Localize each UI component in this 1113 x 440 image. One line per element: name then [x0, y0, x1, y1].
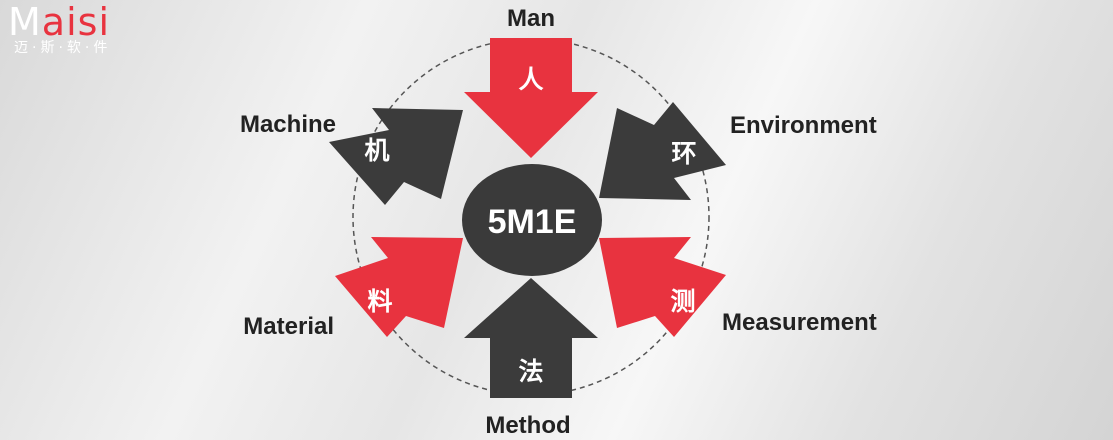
logo-initial: M [8, 0, 42, 44]
label-method: Method [485, 412, 570, 439]
label-machine: Machine [240, 111, 336, 138]
logo-subtitle: 迈·斯·软·件 [14, 40, 112, 56]
arrow-measurement: 测 Measurement [599, 237, 877, 337]
arrow-material-cn: 料 [367, 287, 392, 316]
arrow-machine-cn: 机 [364, 136, 389, 165]
label-material: Material [243, 313, 334, 340]
arrow-method-shape [464, 278, 598, 398]
arrow-man-shape [464, 38, 598, 158]
logo-wordmark: Maisi [8, 2, 110, 42]
arrow-man-cn: 人 [518, 65, 543, 94]
maisi-logo: Maisi 迈·斯·软·件 [8, 2, 148, 62]
logo-rest: aisi [41, 0, 110, 44]
center-ellipse [462, 164, 602, 276]
arrow-method: 法 Method [464, 278, 598, 439]
arrow-material: 料 Material [243, 237, 463, 340]
label-environment: Environment [730, 112, 877, 139]
arrow-measurement-cn: 测 [670, 287, 695, 316]
center-label: 5M1E [488, 203, 577, 241]
center-node: 5M1E [462, 164, 602, 276]
arrow-environment: 环 Environment [599, 102, 877, 200]
label-man: Man [507, 5, 555, 32]
label-measurement: Measurement [722, 309, 877, 336]
arrow-environment-shape [599, 102, 726, 200]
arrow-material-shape [335, 237, 463, 337]
arrow-method-cn: 法 [518, 357, 543, 386]
arrow-machine: 机 Machine [240, 108, 463, 205]
arrow-machine-shape [329, 108, 463, 205]
arrow-measurement-shape [599, 237, 726, 337]
arrow-environment-cn: 环 [671, 139, 696, 168]
arrow-man: 人 Man [464, 5, 598, 158]
